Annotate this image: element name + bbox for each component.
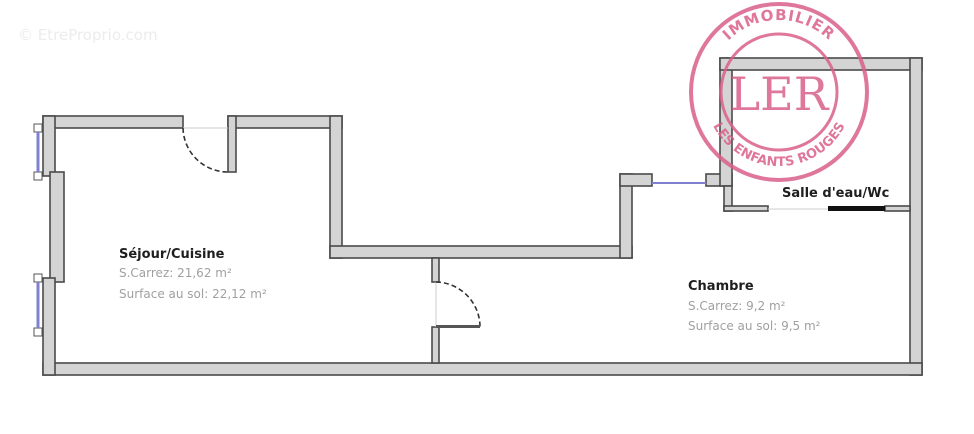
room-carrez: S.Carrez: 9,2 m²: [688, 299, 786, 313]
room-surface: Surface au sol: 22,12 m²: [119, 287, 267, 301]
agency-logo-stamp: IMMOBILIER LES ENFANTS ROUGES LER: [689, 2, 869, 182]
wall: [723, 205, 769, 212]
window-frame: [33, 273, 43, 283]
door-swing: [435, 281, 481, 328]
wall: [329, 245, 633, 259]
wall: [42, 115, 56, 177]
wall: [884, 205, 911, 212]
room-salle-d-eau: Salle d'eau/Wc: [782, 186, 889, 201]
wall: [909, 57, 923, 376]
room-chambre: Chambre S.Carrez: 9,2 m² Surface au sol:…: [688, 279, 821, 333]
wall: [227, 115, 343, 129]
logo-top-text: IMMOBILIER: [719, 6, 839, 44]
wall: [227, 115, 237, 173]
wall: [431, 257, 440, 283]
door-swing: [182, 127, 229, 173]
room-carrez: S.Carrez: 21,62 m²: [119, 266, 232, 280]
room-name: Salle d'eau/Wc: [782, 186, 889, 201]
wall: [431, 326, 440, 364]
logo-initials: LER: [730, 67, 830, 121]
sliding-door: [828, 206, 885, 211]
wall: [49, 171, 65, 283]
window-frame: [33, 327, 43, 337]
walls: [42, 57, 923, 376]
room-sejour: Séjour/Cuisine S.Carrez: 21,62 m² Surfac…: [119, 247, 267, 301]
wall: [42, 362, 923, 376]
window-frame: [33, 123, 43, 133]
wall: [619, 173, 653, 187]
window-frame: [33, 171, 43, 181]
wall: [42, 115, 184, 129]
wall: [42, 277, 56, 376]
room-name: Séjour/Cuisine: [119, 247, 225, 262]
room-surface: Surface au sol: 9,5 m²: [688, 319, 821, 333]
door-leaf: [436, 325, 480, 328]
doors: [182, 127, 885, 328]
wall: [329, 115, 343, 259]
room-name: Chambre: [688, 279, 754, 294]
logo-outer-ring: [689, 2, 869, 182]
watermark: © EtreProprio.com: [18, 26, 158, 44]
logo-inner-ring: [719, 32, 839, 152]
windows: [33, 123, 706, 337]
